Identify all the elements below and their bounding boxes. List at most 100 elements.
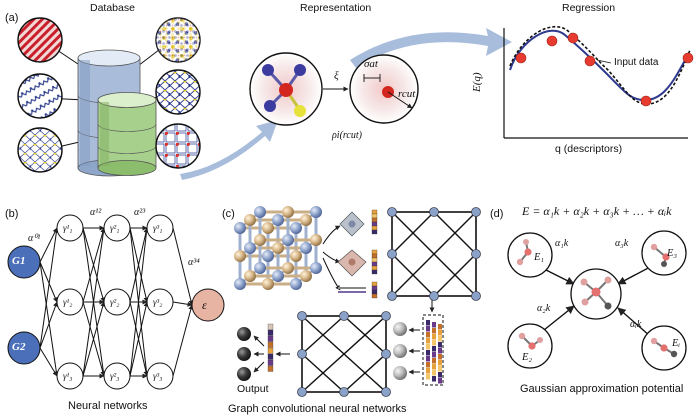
gap-node-label-E1: E₁ xyxy=(534,252,545,263)
panel-label-b: (b) xyxy=(5,208,19,220)
feature-cell xyxy=(371,285,378,291)
nn-node-l1-3: γ¹₃ xyxy=(63,371,73,381)
gap-node-label-E3: E₃ xyxy=(667,248,678,259)
feature-stack-cell xyxy=(426,374,430,380)
feature-stack-cell xyxy=(432,358,436,364)
feature-stack-cell xyxy=(438,336,442,342)
nn-output-epsilon: ε xyxy=(202,298,207,312)
crystal-atom xyxy=(262,278,274,290)
crystal-atom xyxy=(310,262,322,274)
nn-hidden-node-2-2 xyxy=(103,288,131,316)
nn-node-l3-3: γ³₃ xyxy=(153,371,163,381)
crystal-atom xyxy=(310,206,322,218)
output-cell xyxy=(267,341,274,348)
regression-y-axis-label: E(q) xyxy=(471,72,483,92)
output-cell xyxy=(267,335,274,342)
crystal-atom xyxy=(300,214,312,226)
feature-cell xyxy=(371,261,378,267)
gcnn-output-label: Output xyxy=(237,383,269,395)
feature-stack-cell xyxy=(432,328,436,334)
output-cell xyxy=(267,365,274,372)
crystal-atom xyxy=(272,270,284,282)
gap-center-molecule xyxy=(580,276,612,310)
crystal-atom xyxy=(290,278,302,290)
gap-edge-label-1: α₁k xyxy=(555,238,569,249)
feature-stack-cell xyxy=(432,352,436,358)
panel-label-d: (d) xyxy=(490,208,504,220)
feature-stack-cell xyxy=(438,372,442,378)
feature-stack-cell xyxy=(438,342,442,348)
feature-stack-cell xyxy=(432,370,436,376)
feature-stack-cell xyxy=(432,364,436,370)
nn-hidden-node-1-2 xyxy=(56,288,84,316)
feature-stack-cell xyxy=(438,360,442,366)
feature-cell xyxy=(371,225,378,231)
structure-circle-3 xyxy=(17,127,63,173)
crystal-atom xyxy=(262,222,274,234)
graph-node xyxy=(381,311,391,321)
nn-weight-34: α³⁴ xyxy=(188,257,200,268)
feature-cell xyxy=(371,281,378,287)
nn-input-node-1 xyxy=(7,245,41,279)
regression-plot xyxy=(503,25,694,139)
feature-stack-cell xyxy=(426,320,430,326)
output-cell xyxy=(267,353,274,360)
feature-vector-3 xyxy=(371,281,378,299)
gap-node-label-E2: E₂ xyxy=(522,352,533,363)
regression-fit-curve xyxy=(509,29,689,102)
representation-xi-label: ξ xyxy=(334,70,339,82)
gap-node-label-Ei: Eᵢ xyxy=(672,338,681,349)
gap-edge-label-i: αᵢk xyxy=(630,319,642,330)
polyhedron-3 xyxy=(338,287,366,293)
feature-stack-cell xyxy=(426,362,430,368)
crystal-graph xyxy=(387,207,481,301)
representation-sigma-label: σat xyxy=(364,58,378,70)
graph-node xyxy=(387,249,397,259)
graph-node xyxy=(297,349,307,359)
gap-molecule-3 xyxy=(650,243,670,267)
graph-node xyxy=(387,207,397,217)
graph-node xyxy=(471,291,481,301)
nn-node-l3-1: γ³₁ xyxy=(153,223,163,233)
graph-node xyxy=(381,387,391,397)
caption-gcnn: Graph convolutional neural networks xyxy=(228,403,407,415)
title-representation: Representation xyxy=(300,2,372,14)
nn-weight-12: α¹² xyxy=(90,207,102,218)
nn-hidden-node-3-3 xyxy=(146,362,174,390)
crystal-atom xyxy=(262,250,274,262)
structure-circle-1 xyxy=(17,17,63,63)
nn-hidden-node-2-1 xyxy=(103,214,131,242)
graph-node xyxy=(429,291,439,301)
gap-molecule-i xyxy=(650,337,678,358)
feature-stack-cell xyxy=(426,350,430,356)
database-group xyxy=(17,17,201,177)
output-cell xyxy=(267,359,274,366)
polyhedron-1 xyxy=(339,211,365,237)
feature-stack-cell xyxy=(426,338,430,344)
feature-stack-cell xyxy=(432,340,436,346)
feature-stack-cell xyxy=(438,330,442,336)
graph-node xyxy=(471,249,481,259)
feature-stack-cell xyxy=(438,324,442,330)
nn-hidden-node-2-3 xyxy=(103,362,131,390)
gcnn-group xyxy=(234,206,481,397)
nn-input-G1: G1 xyxy=(12,255,26,267)
neural-network xyxy=(39,225,194,379)
nn-node-l3-2: γ³₂ xyxy=(153,297,163,307)
representation-rho-label: ρi(rcut) xyxy=(332,130,362,141)
flow-arrow-representation-to-regression xyxy=(350,28,512,68)
feature-cell xyxy=(371,289,378,295)
feature-cell xyxy=(371,269,378,275)
nn-hidden-node-1-3 xyxy=(56,362,84,390)
crystal-atom xyxy=(282,206,294,218)
feature-stack-cell xyxy=(432,346,436,352)
nn-weight-01: α⁰¹ xyxy=(28,233,41,244)
graph-node xyxy=(429,207,439,217)
feature-cell xyxy=(371,293,378,299)
representation-rcut-label: rcut xyxy=(398,88,416,100)
graph-node xyxy=(297,311,307,321)
feature-cell xyxy=(371,213,378,219)
nn-hidden-node-3-2 xyxy=(146,288,174,316)
crystal-atom xyxy=(254,234,266,246)
